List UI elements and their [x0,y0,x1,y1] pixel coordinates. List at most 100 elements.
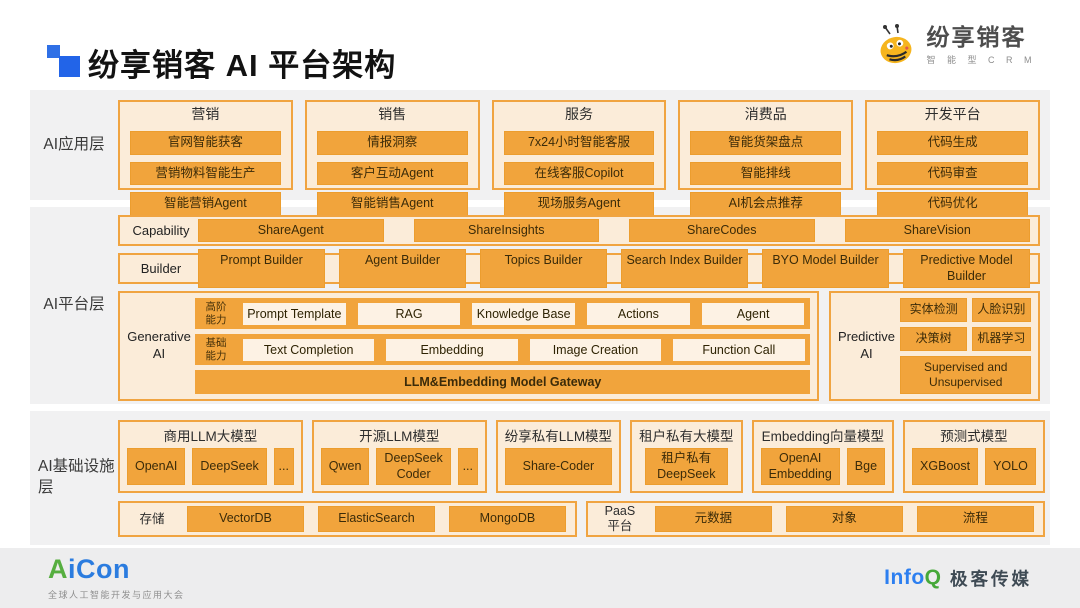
storage-items: VectorDB ElasticSearch MongoDB [187,506,566,533]
model-item: Share-Coder [504,448,613,486]
generative-item: Text Completion [243,338,375,361]
generative-item: Actions [587,302,690,325]
column-title: 营销 [191,106,220,122]
model-item: 租户私有 DeepSeek [644,448,728,486]
app-item: 代码生成 [877,131,1028,155]
capability-items: ShareAgent ShareInsights ShareCodes Shar… [198,218,1030,243]
capability-item: ShareVision [844,218,1030,243]
storage-label: 存储 [139,511,165,526]
predictive-item: 决策树 [900,326,967,351]
generative-item: Prompt Template [243,302,346,325]
group-opensource-llm: 开源LLM模型 Qwen DeepSeek Coder ... [311,420,487,494]
predictive-ai-box: Predictive AI 实体检测 人脸识别 决策树 机器学习 Supervi… [829,291,1040,402]
infoq-wordmark-info: Info [884,566,925,589]
group-title: Embedding向量模型 [761,429,884,444]
builder-item: BYO Model Builder [762,248,889,289]
aicon-logo: AiCon 全球人工智能开发与应用大会 [48,553,185,601]
infrastructure-bottom-row: 存储 VectorDB ElasticSearch MongoDB PaaS 平… [118,501,1045,538]
generative-item: Function Call [673,338,805,361]
page-title: 纷享销客 AI 平台架构 [88,48,397,83]
generative-item: Embedding [386,338,518,361]
builder-item: Search Index Builder [621,248,748,289]
layer-ai-infrastructure: AI基础设施层 商用LLM大模型 OpenAI DeepSeek ... 开源L… [30,411,1050,545]
app-item: 智能货架盘点 [690,131,842,155]
app-item: 7x24小时智能客服 [503,131,655,155]
model-item: Bge [846,448,886,486]
brand-logo: 纷享销客 智 能 型 C R M [874,24,1037,68]
slide-header: 纷享销客 AI 平台架构 纷享销客 智 能 型 C R M [0,0,1080,90]
storage-item: VectorDB [187,506,304,533]
builder-items: Prompt Builder Agent Builder Topics Buil… [198,248,1030,289]
title-decor-square-big [59,56,80,77]
builder-item: Predictive Model Builder [903,248,1030,289]
group-tenant-private-llm: 租户私有大模型 租户私有 DeepSeek [630,420,743,494]
generative-item: Agent [701,302,805,325]
bee-mascot-icon [880,24,911,64]
app-item: 智能排线 [690,161,842,186]
application-columns: 营销 官网智能获客 营销物料智能生产 智能营销Agent 销售 情报洞察 客户互… [118,100,1040,216]
more-models-ellipsis: ... [457,448,478,486]
title-decor-square-small [47,45,60,58]
group-commercial-llm: 商用LLM大模型 OpenAI DeepSeek ... [118,420,303,494]
aicon-wordmark: AiCon [48,553,185,584]
generative-item: Image Creation [529,338,662,361]
group-items: Qwen DeepSeek Coder ... [320,448,478,486]
app-item: 智能销售Agent [316,192,468,216]
model-item: OpenAI Embedding [760,448,840,486]
storage-box: 存储 VectorDB ElasticSearch MongoDB [118,501,577,538]
model-item: OpenAI [127,448,186,486]
predictive-item: 机器学习 [971,326,1031,351]
infoq-wordmark-q: Q [924,566,941,589]
aicon-tagline: 全球人工智能开发与应用大会 [48,589,185,600]
more-models-ellipsis: ... [273,448,294,486]
model-item: DeepSeek Coder [376,448,451,486]
group-title: 开源LLM模型 [359,429,440,444]
paas-items: 元数据 对象 流程 [654,506,1034,533]
model-item: Qwen [320,448,370,486]
predictive-item-wide: Supervised and Unsupervised [900,355,1031,395]
layer-label-application: AI应用层 [43,135,105,153]
predictive-item: 人脸识别 [971,298,1031,322]
app-item: 营销物料智能生产 [130,161,281,186]
group-title: 租户私有大模型 [639,429,734,444]
column-title: 销售 [378,106,407,122]
builder-item: Agent Builder [339,248,466,289]
advanced-capability-band: 高阶能力 Prompt Template RAG Knowledge Base … [195,298,811,330]
brand-subtitle: 智 能 型 C R M [926,55,1036,65]
advanced-capability-label: 高阶能力 [205,301,227,326]
capability-item: ShareCodes [629,218,815,243]
builder-row: Builder Prompt Builder Agent Builder Top… [118,248,1040,289]
app-item: AI机会点推荐 [690,192,842,216]
layer-label-platform: AI平台层 [43,296,105,314]
app-item: 在线客服Copilot [503,161,655,186]
layer-label-infrastructure: AI基础设施层 [38,458,115,496]
basic-capability-label: 基础能力 [205,337,227,362]
platform-content: Capability ShareAgent ShareInsights Shar… [118,215,1040,402]
capability-row: Capability ShareAgent ShareInsights Shar… [118,215,1040,246]
infoq-media-name: 极客传媒 [950,568,1032,589]
group-items: OpenAI Embedding Bge [760,448,886,486]
app-item: 情报洞察 [316,131,468,155]
paas-item: 元数据 [654,506,772,533]
generative-ai-box: Generative AI 高阶能力 Prompt Template RAG K… [118,291,820,402]
column-title: 消费品 [744,106,787,122]
builder-item: Prompt Builder [198,248,325,289]
predictive-ai-label: Predictive AI [837,329,896,362]
capability-item: ShareInsights [413,218,599,243]
layer-ai-application: AI应用层 营销 官网智能获客 营销物料智能生产 智能营销Agent 销售 情报… [30,90,1050,216]
app-item: 客户互动Agent [316,161,468,186]
platform-main-row: Generative AI 高阶能力 Prompt Template RAG K… [118,291,1040,402]
aicon-letters-rest: iCon [68,553,130,584]
paas-item: 对象 [785,506,903,533]
brand-name: 纷享销客 [926,24,1027,50]
group-title: 纷享私有LLM模型 [504,429,613,444]
paas-item: 流程 [916,506,1034,533]
group-items: OpenAI DeepSeek ... [127,448,294,486]
predictive-ai-items: 实体检测 人脸识别 决策树 机器学习 Supervised and Unsupe… [900,298,1031,395]
generative-item: RAG [357,302,461,325]
group-items: 租户私有 DeepSeek [639,448,734,486]
brand-text: 纷享销客 智 能 型 C R M [927,26,1037,66]
builder-item: Topics Builder [480,248,607,289]
model-item: DeepSeek [192,448,267,486]
app-item: 官网智能获客 [130,131,281,155]
